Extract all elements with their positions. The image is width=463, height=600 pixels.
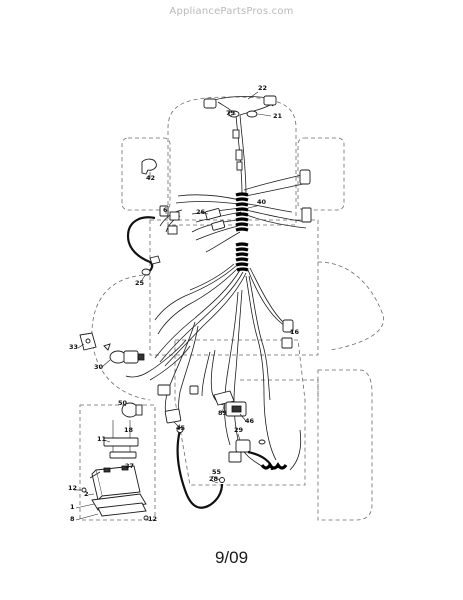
part-55-coil-cable xyxy=(247,429,302,471)
part-33 xyxy=(79,332,97,351)
part-16 xyxy=(281,319,294,349)
callout-46: 46 xyxy=(245,417,255,425)
callout-16: 16 xyxy=(290,328,300,336)
callout-11: 11 xyxy=(97,435,107,443)
callout-8: 8 xyxy=(70,515,75,523)
callout-6: 6 xyxy=(163,206,168,214)
wiring-harness xyxy=(125,96,309,469)
callout-28: 28 xyxy=(209,475,219,483)
callout-27: 27 xyxy=(125,462,134,470)
watermark: AppliancePartsPros.com xyxy=(169,6,294,17)
callout-79: 79 xyxy=(226,109,236,117)
part-30-ignition-switch xyxy=(103,343,145,364)
part-28-ground-cable xyxy=(176,427,225,509)
callout-55: 55 xyxy=(212,468,222,476)
harness-coil-lower xyxy=(235,242,249,272)
callout-29: 29 xyxy=(234,426,244,434)
part-50 xyxy=(121,402,143,418)
headlight-assembly xyxy=(203,95,277,171)
callout-25: 25 xyxy=(135,279,145,287)
part-89-46-switch xyxy=(213,390,247,417)
callout-45: 45 xyxy=(176,424,186,432)
callout-89: 89 xyxy=(218,409,228,417)
part-42 xyxy=(141,158,157,178)
part-25-cable xyxy=(126,216,161,276)
callout-leaders xyxy=(74,91,293,521)
harness-coil-upper xyxy=(235,192,249,232)
callout-18: 18 xyxy=(124,426,134,434)
callout-1: 1 xyxy=(70,503,75,511)
right-front-connectors xyxy=(299,169,312,223)
callout-42: 42 xyxy=(146,174,155,182)
callout-12: 12 xyxy=(68,484,77,492)
part-45 xyxy=(157,384,199,424)
callout-33: 33 xyxy=(69,343,78,351)
page-number: 9/09 xyxy=(214,548,249,567)
callout-22: 22 xyxy=(258,84,267,92)
callout-26: 26 xyxy=(196,208,206,216)
callout-21: 21 xyxy=(273,112,283,120)
callout-2: 2 xyxy=(84,490,89,498)
callout-40: 40 xyxy=(257,198,267,206)
callout-50: 50 xyxy=(118,399,128,407)
part-29 xyxy=(228,439,251,463)
callout-12: 12 xyxy=(148,515,157,523)
part-26 xyxy=(204,208,226,231)
callout-30: 30 xyxy=(94,363,104,371)
battery-assembly xyxy=(81,420,149,521)
